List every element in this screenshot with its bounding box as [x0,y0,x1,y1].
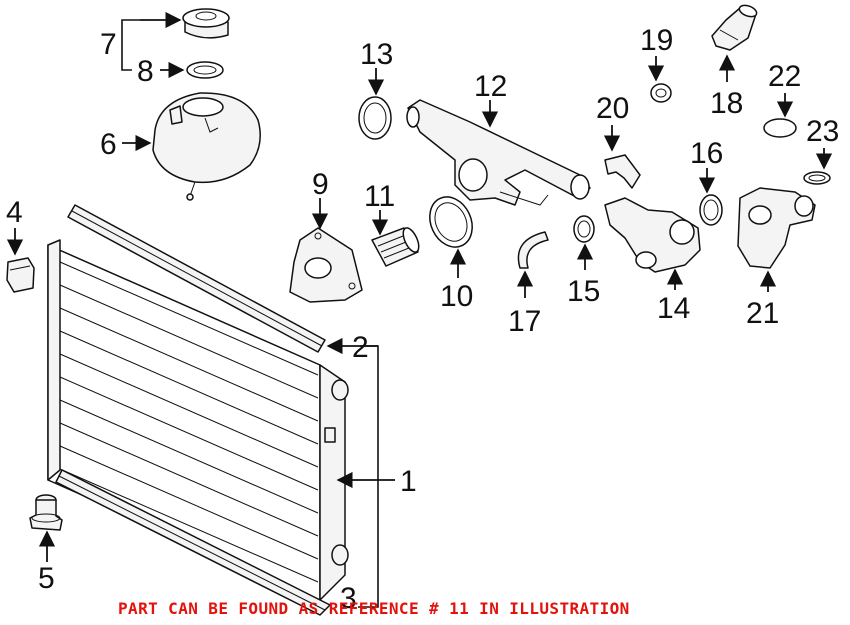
callout-15[interactable]: 15 [567,275,600,308]
callout-labels: 1 2 3 4 5 6 7 8 9 10 11 12 13 14 15 16 1… [6,24,839,615]
callout-8[interactable]: 8 [137,55,154,88]
thermostat-part[interactable] [371,226,422,267]
callout-23[interactable]: 23 [806,115,839,148]
o-ring-13-part[interactable] [358,96,392,140]
callout-14[interactable]: 14 [657,292,690,325]
callout-1[interactable]: 1 [400,465,417,498]
callout-21[interactable]: 21 [746,297,779,330]
coolant-pipe-housing-part[interactable] [406,99,591,206]
gasket-23-part[interactable] [803,171,831,185]
callout-22[interactable]: 22 [768,60,801,93]
callout-4[interactable]: 4 [6,196,23,229]
callout-3[interactable]: 3 [340,582,357,615]
seal-ring-part[interactable] [422,190,480,254]
callout-10[interactable]: 10 [440,280,473,313]
cap-plug-22-part[interactable] [763,118,797,138]
leader-lines [6,11,833,608]
callout-7[interactable]: 7 [100,28,117,61]
cap-part[interactable] [182,8,230,39]
sensor-part[interactable] [711,3,758,51]
retaining-clip-20-part[interactable] [604,154,641,189]
callout-2[interactable]: 2 [352,331,369,364]
callout-20[interactable]: 20 [596,92,629,125]
flange-part[interactable] [289,227,363,303]
callout-11[interactable]: 11 [364,180,395,213]
callout-19[interactable]: 19 [640,24,673,57]
upper-seal-strip-part[interactable] [67,204,326,353]
small-seal-19-part[interactable] [650,83,672,103]
callout-17[interactable]: 17 [508,305,541,338]
thermostat-housing-part[interactable] [604,197,701,273]
callout-13[interactable]: 13 [360,38,393,71]
o-ring-16-part[interactable] [699,194,723,226]
callout-6[interactable]: 6 [100,128,117,161]
lower-mount-part[interactable] [29,494,63,531]
expansion-tank-part[interactable] [152,92,261,201]
radiator-part[interactable] [47,239,349,601]
callout-12[interactable]: 12 [474,70,507,103]
callout-18[interactable]: 18 [710,87,743,120]
outlet-flange-part[interactable] [737,187,816,269]
mount-bushing-part[interactable] [6,257,35,293]
clip-17-part[interactable] [517,231,549,269]
o-ring-15-part[interactable] [573,215,595,243]
callout-5[interactable]: 5 [38,562,55,595]
callout-9[interactable]: 9 [312,168,329,201]
reference-note: PART CAN BE FOUND AS REFERENCE # 11 IN I… [118,599,630,618]
cap-seal-part[interactable] [186,61,224,79]
lower-seal-strip-part[interactable] [55,469,331,616]
callout-16[interactable]: 16 [690,137,723,170]
